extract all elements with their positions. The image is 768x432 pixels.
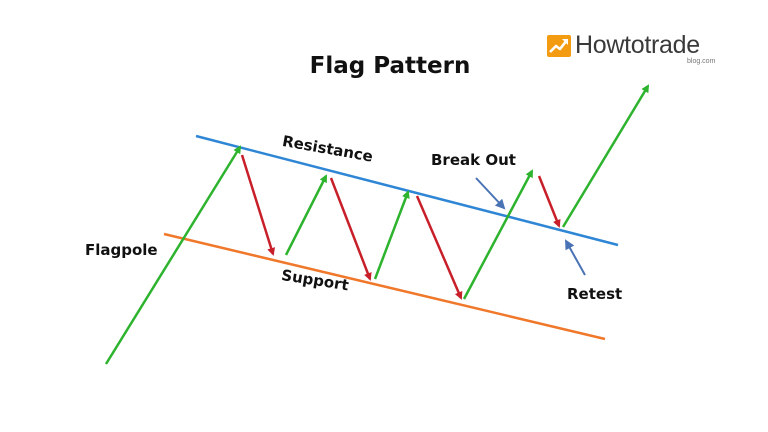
down-move-arrow-2 <box>329 177 372 281</box>
chart-up-arrow-icon <box>547 35 571 57</box>
breakout-pointer-arrow <box>475 177 506 210</box>
flagpole-label: Flagpole <box>85 241 158 259</box>
up-move-arrow-1 <box>284 174 328 256</box>
retest-pointer-arrow <box>565 239 586 276</box>
brand-logo: Howtotrade blog.com <box>547 31 727 73</box>
breakout-up-arrow <box>462 169 534 300</box>
down-move-arrow-3 <box>415 195 463 300</box>
logo-domain: blog.com <box>687 58 716 65</box>
continuation-up-arrow <box>561 84 650 228</box>
up-move-arrow-2 <box>373 190 410 280</box>
resistance-line <box>195 134 619 247</box>
retest-label: Retest <box>567 285 623 303</box>
breakout-label: Break Out <box>431 151 516 169</box>
retest-down-arrow <box>537 175 561 228</box>
down-move-arrow-1 <box>240 154 276 256</box>
support-line <box>163 232 606 341</box>
page-title: Flag Pattern <box>309 53 471 79</box>
logo-wordmark: Howtotrade <box>575 31 700 59</box>
flagpole-up-arrow <box>104 145 242 365</box>
